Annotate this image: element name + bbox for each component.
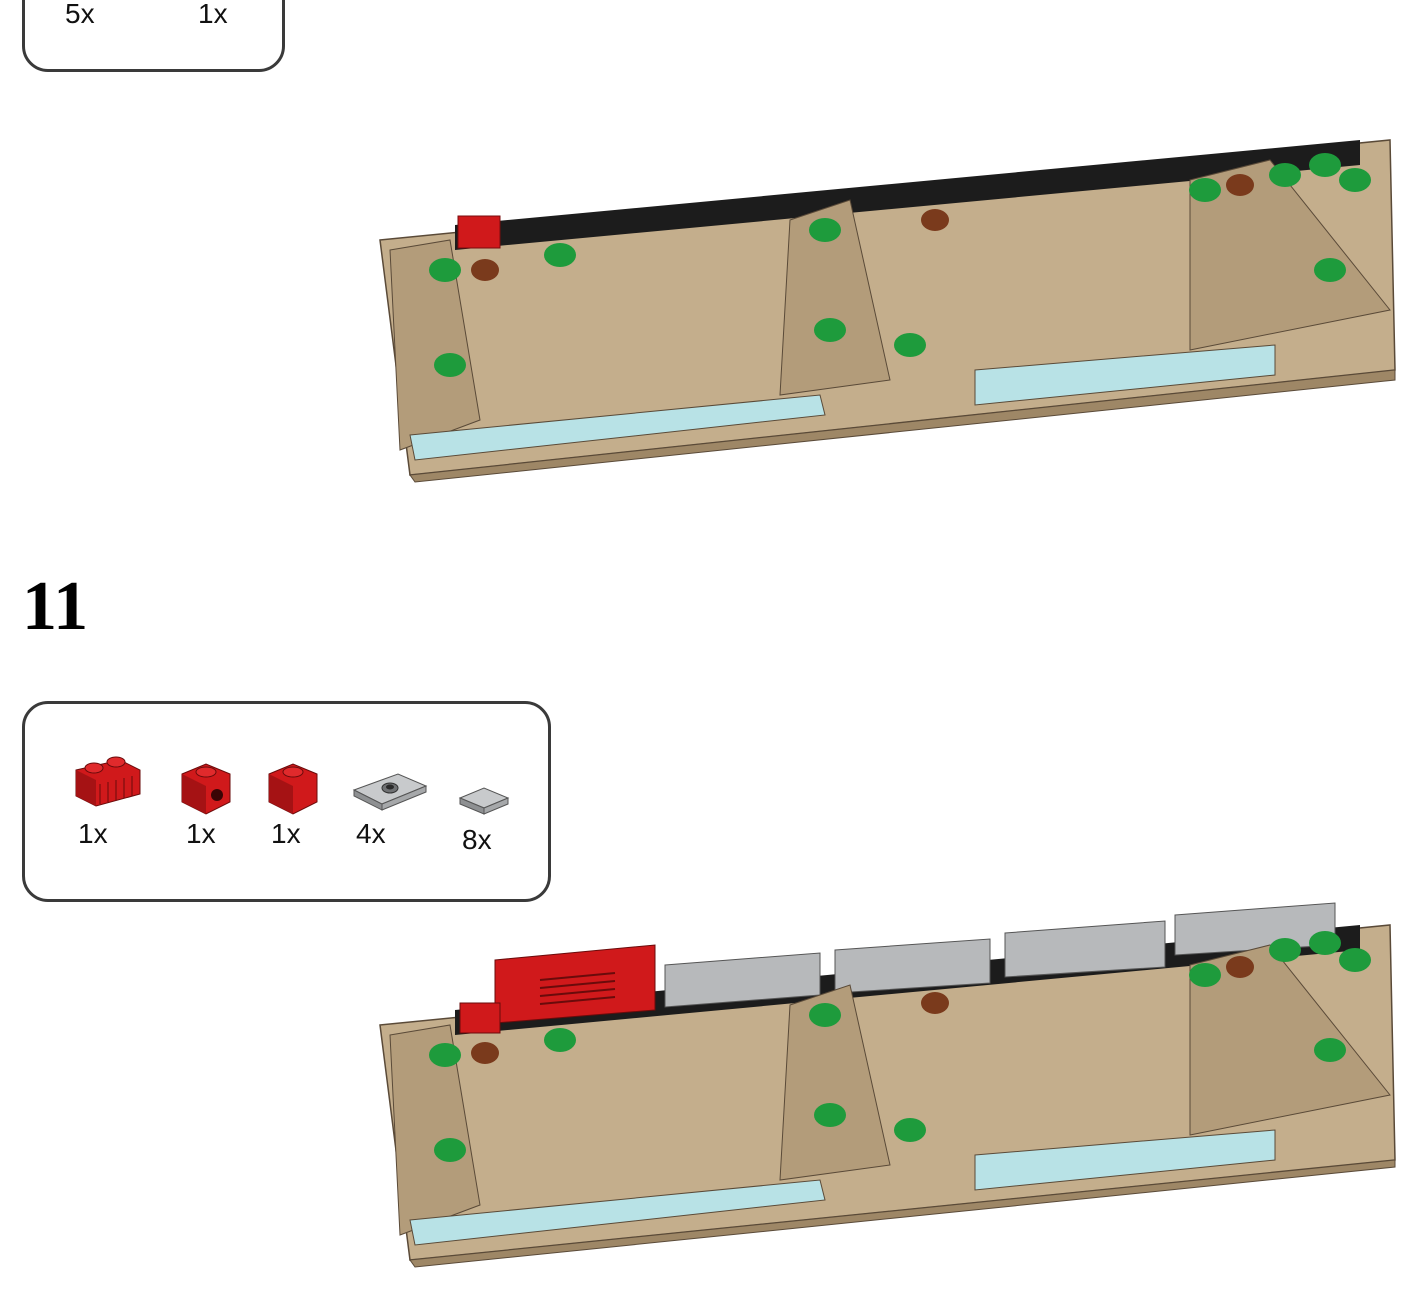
gray-1x1-tile-icon — [458, 787, 510, 815]
base-front — [409, 1159, 1396, 1268]
cliff-left — [389, 239, 481, 451]
gray-car — [1004, 920, 1166, 978]
green-plant-icon — [1269, 938, 1301, 962]
part-qty: 1x — [78, 818, 108, 849]
red-brick-end — [457, 215, 501, 249]
green-plant-icon — [1314, 1038, 1346, 1062]
brown-stud-icon — [1226, 956, 1254, 978]
green-plant-icon — [809, 1003, 841, 1027]
cliff-mid — [779, 199, 891, 396]
green-plant-icon — [1189, 963, 1221, 987]
red-brick-front — [459, 1002, 501, 1034]
green-plant-icon — [1309, 153, 1341, 177]
green-plant-icon — [434, 353, 466, 377]
green-plant-icon — [894, 1118, 926, 1142]
cliff-right — [1189, 159, 1391, 351]
part-qty: 1x — [186, 818, 216, 849]
green-plant-icon — [1309, 931, 1341, 955]
previous-step-parts-box — [22, 0, 285, 72]
green-plant-icon — [814, 318, 846, 342]
green-plant-icon — [1314, 258, 1346, 282]
part-qty: 8x — [462, 824, 492, 855]
brown-stud-icon — [471, 1042, 499, 1064]
gray-1x2-jumper-plate-icon — [352, 773, 428, 811]
cliff-mid — [779, 984, 891, 1181]
red-1x1-brick-with-pin-hole-icon — [181, 763, 231, 815]
water-tiles-left — [409, 394, 826, 461]
water-tiles-right — [974, 1129, 1276, 1191]
part-qty: 1x — [271, 818, 301, 849]
water-tiles-right — [974, 344, 1276, 406]
previous-part-qty: 1x — [198, 0, 228, 29]
gray-car — [834, 938, 991, 994]
step-number: 11 — [22, 568, 89, 645]
part-qty: 4x — [356, 818, 386, 849]
black-track — [455, 140, 1360, 250]
red-1x2-grille-brick-icon — [75, 756, 141, 807]
brown-stud-icon — [921, 209, 949, 231]
green-plant-icon — [429, 258, 461, 282]
green-plant-icon — [434, 1138, 466, 1162]
green-plant-icon — [1189, 178, 1221, 202]
model-scene-previous — [379, 139, 1396, 483]
green-plant-icon — [809, 218, 841, 242]
green-plant-icon — [814, 1103, 846, 1127]
brown-stud-icon — [1226, 174, 1254, 196]
green-plant-icon — [429, 1043, 461, 1067]
green-plant-icon — [1339, 948, 1371, 972]
water-tiles-left — [409, 1179, 826, 1246]
cliff-left — [389, 1024, 481, 1236]
cliff-right — [1189, 944, 1391, 1136]
brown-stud-icon — [921, 992, 949, 1014]
previous-part-qty: 5x — [65, 0, 95, 29]
brown-stud-icon — [471, 259, 499, 281]
green-plant-icon — [544, 243, 576, 267]
green-plant-icon — [894, 333, 926, 357]
base-front — [409, 369, 1396, 483]
green-plant-icon — [544, 1028, 576, 1052]
green-plant-icon — [1269, 163, 1301, 187]
green-plant-icon — [1339, 168, 1371, 192]
red-1x1-brick-icon — [268, 763, 318, 815]
model-scene-current — [379, 902, 1396, 1268]
